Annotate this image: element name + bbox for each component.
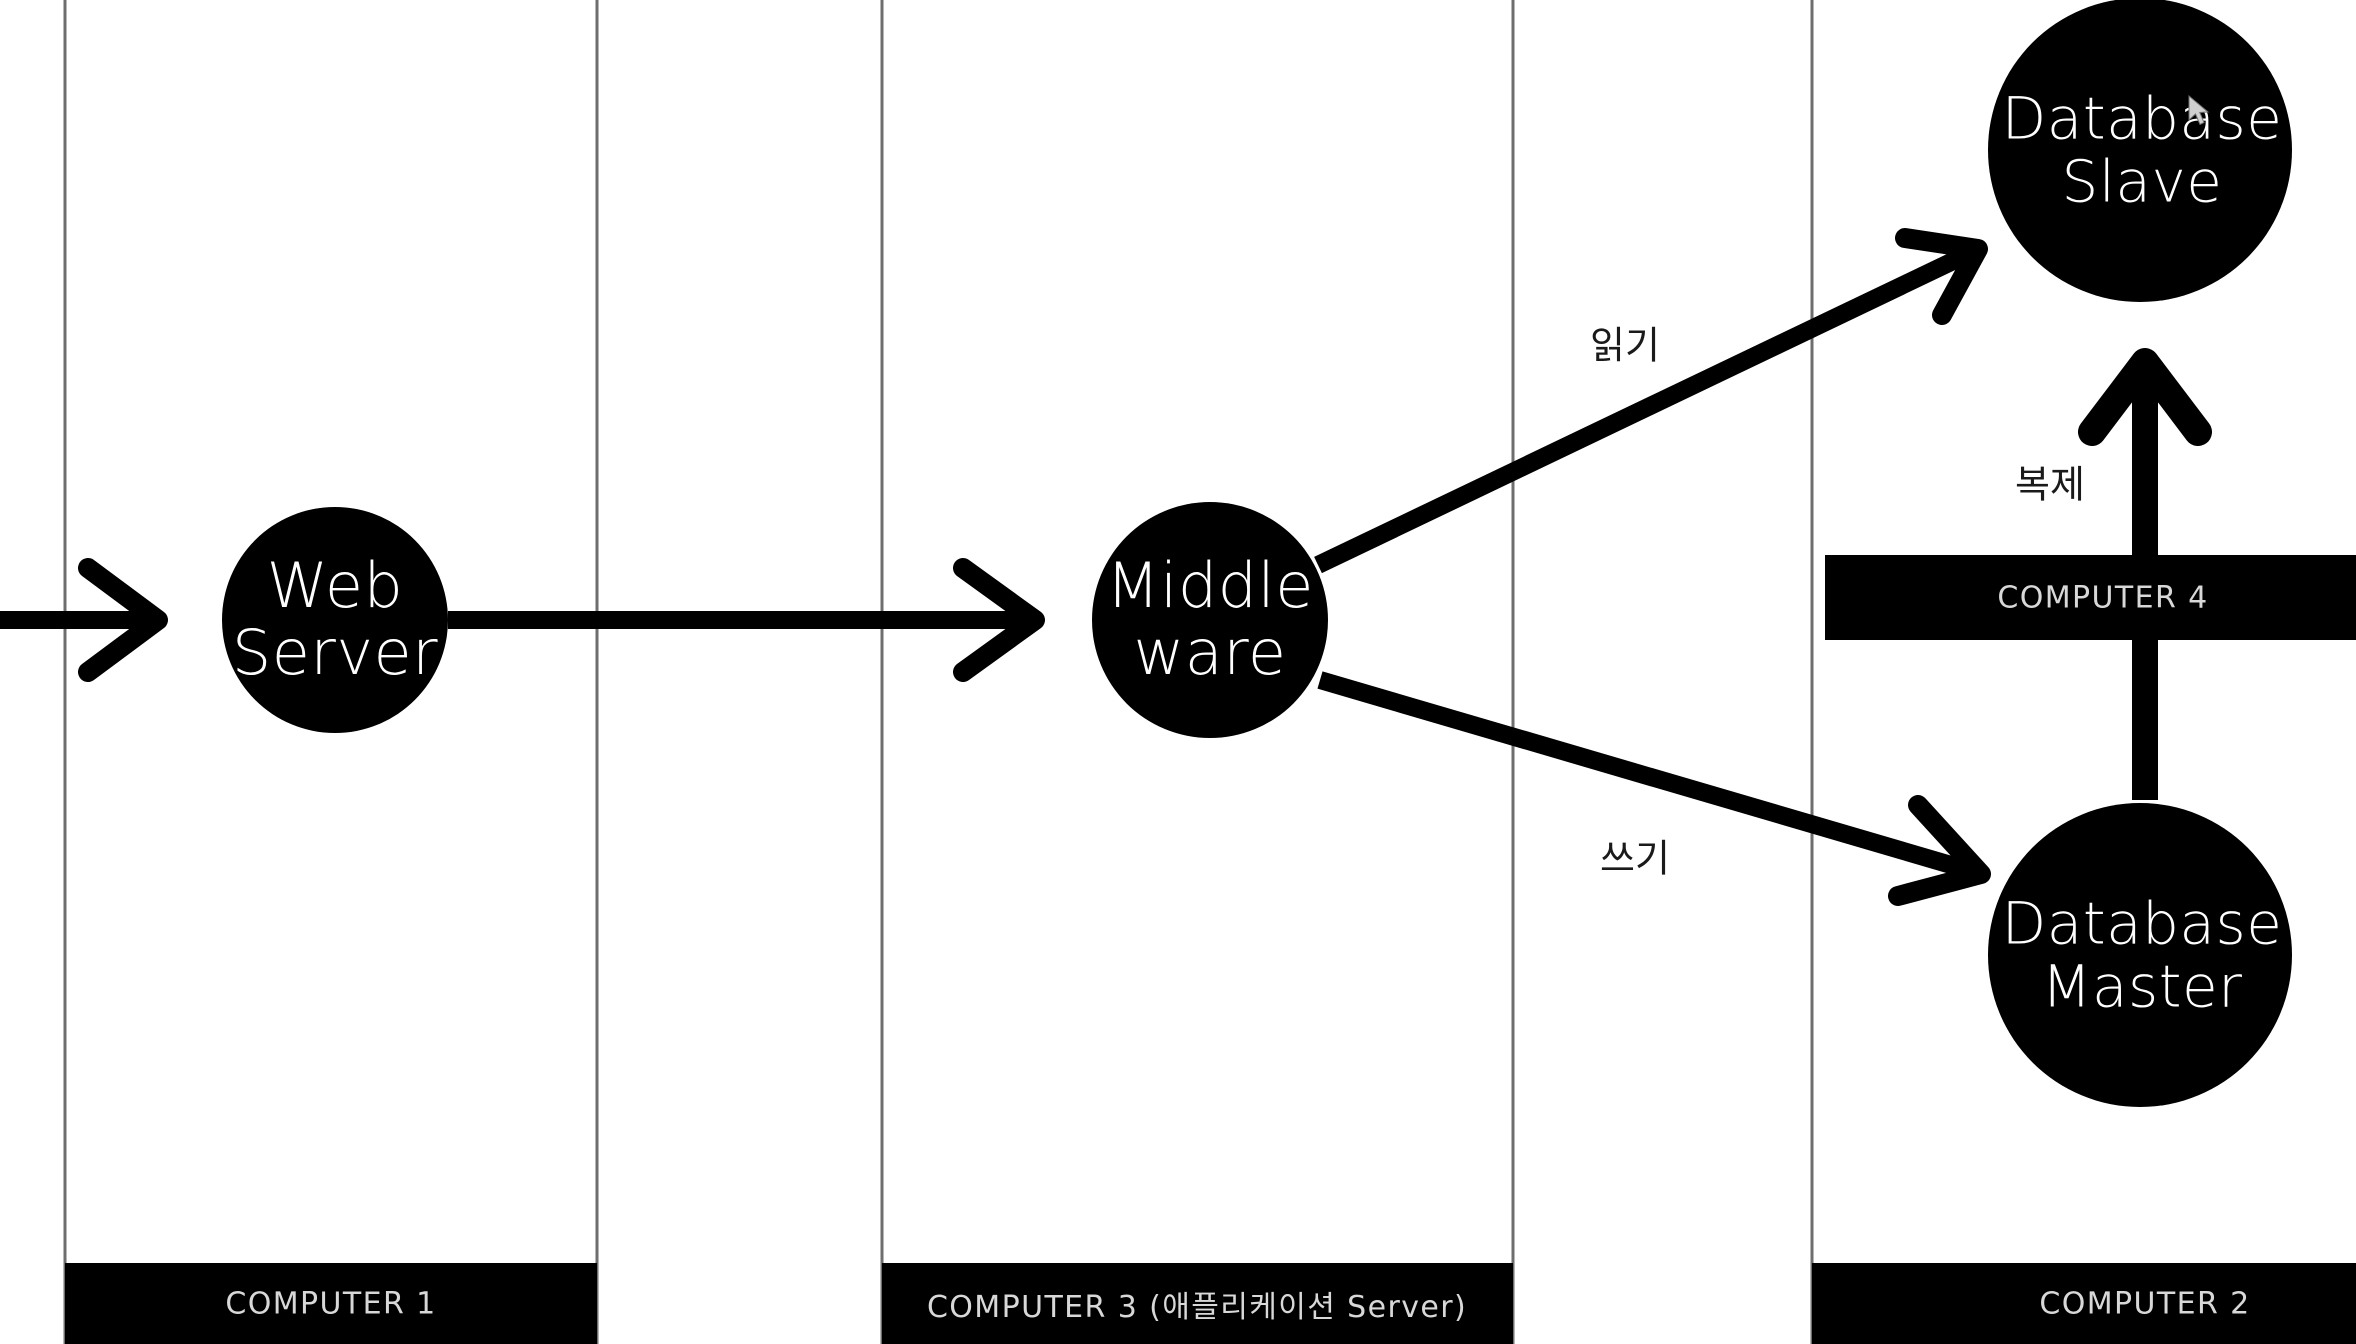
edge-web-to-middleware [448,558,1045,682]
edge-web-to-middleware-arrowhead [953,558,1045,682]
edge-client-to-web-arrowhead [78,558,168,682]
node-database-master-shape[interactable] [1988,803,2292,1107]
edge-client-to-web [0,558,168,682]
node-database-slave-shape[interactable] [1988,0,2292,302]
edge-middleware-to-slave [1314,228,1988,574]
edge-middleware-to-master-arrowhead [1888,795,1991,906]
edge-master-to-slave-arrowhead [2078,348,2212,446]
edge-middleware-to-master-shaft [1317,671,1978,881]
node-middleware-shape[interactable] [1092,502,1328,738]
edge-middleware-to-master [1317,671,1991,906]
edge-middleware-to-slave-arrowhead [1895,228,1988,325]
node-web-server-shape[interactable] [222,507,448,733]
node-circles [222,0,2292,1107]
column-separators [63,0,1814,1344]
band-computer-2-rect [1812,1263,2356,1344]
computer-bands [65,555,2356,1344]
band-computer-3-rect [882,1263,1513,1344]
band-computer-4-rect [1825,555,2356,640]
edge-middleware-to-slave-shaft [1314,243,1976,574]
band-computer-1-rect [65,1263,597,1344]
